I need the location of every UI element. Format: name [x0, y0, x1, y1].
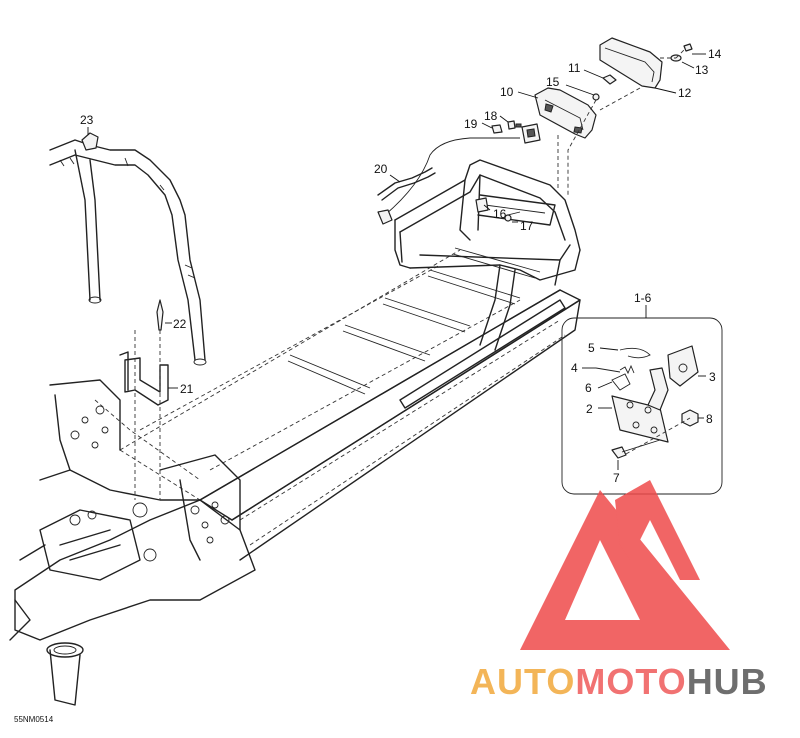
callout-7: 7 [613, 471, 620, 485]
callout-6: 6 [585, 381, 592, 395]
bracket-21 [119, 299, 169, 500]
svg-text:AUTOMOTOHUB: AUTOMOTOHUB [470, 661, 768, 702]
callout-19: 19 [464, 117, 478, 131]
watermark-logo: AUTOMOTOHUB [470, 480, 768, 702]
callout-23: 23 [80, 113, 94, 127]
callout-21: 21 [180, 382, 194, 396]
callout-13: 13 [695, 63, 709, 77]
tail-light-assembly [475, 37, 693, 222]
callout-3: 3 [709, 370, 716, 384]
chassis-tunnel [9, 247, 581, 706]
callout-11: 11 [568, 61, 581, 75]
callout-20: 20 [374, 162, 388, 176]
callout-2: 2 [586, 402, 593, 416]
callout-17: 17 [520, 219, 534, 233]
logo-mountain-icon [615, 480, 700, 580]
callout-22: 22 [173, 317, 187, 331]
callout-16: 16 [493, 207, 507, 221]
callout-4: 4 [571, 361, 578, 375]
logo-triangle-icon [520, 490, 730, 650]
callout-8: 8 [706, 412, 713, 426]
callout-1-6: 1-6 [634, 291, 652, 305]
callout-labels: 23 22 21 20 19 18 17 16 15 14 13 12 11 1… [80, 47, 722, 485]
drawing-code: 55NM0514 [14, 715, 54, 724]
watermark-hub: HUB [687, 661, 768, 702]
callout-10: 10 [500, 85, 514, 99]
watermark-auto: AUTO [470, 661, 575, 702]
callout-leaders [87, 53, 706, 470]
callout-12: 12 [678, 86, 692, 100]
callout-18: 18 [484, 109, 498, 123]
detail-box-hitch [561, 317, 723, 495]
cargo-rack [394, 159, 581, 351]
callout-5: 5 [588, 341, 595, 355]
watermark-moto: MOTO [575, 661, 686, 702]
callout-15: 15 [546, 75, 560, 89]
loop-handle [49, 132, 207, 366]
wiring-harness [377, 120, 541, 225]
callout-14: 14 [708, 47, 722, 61]
